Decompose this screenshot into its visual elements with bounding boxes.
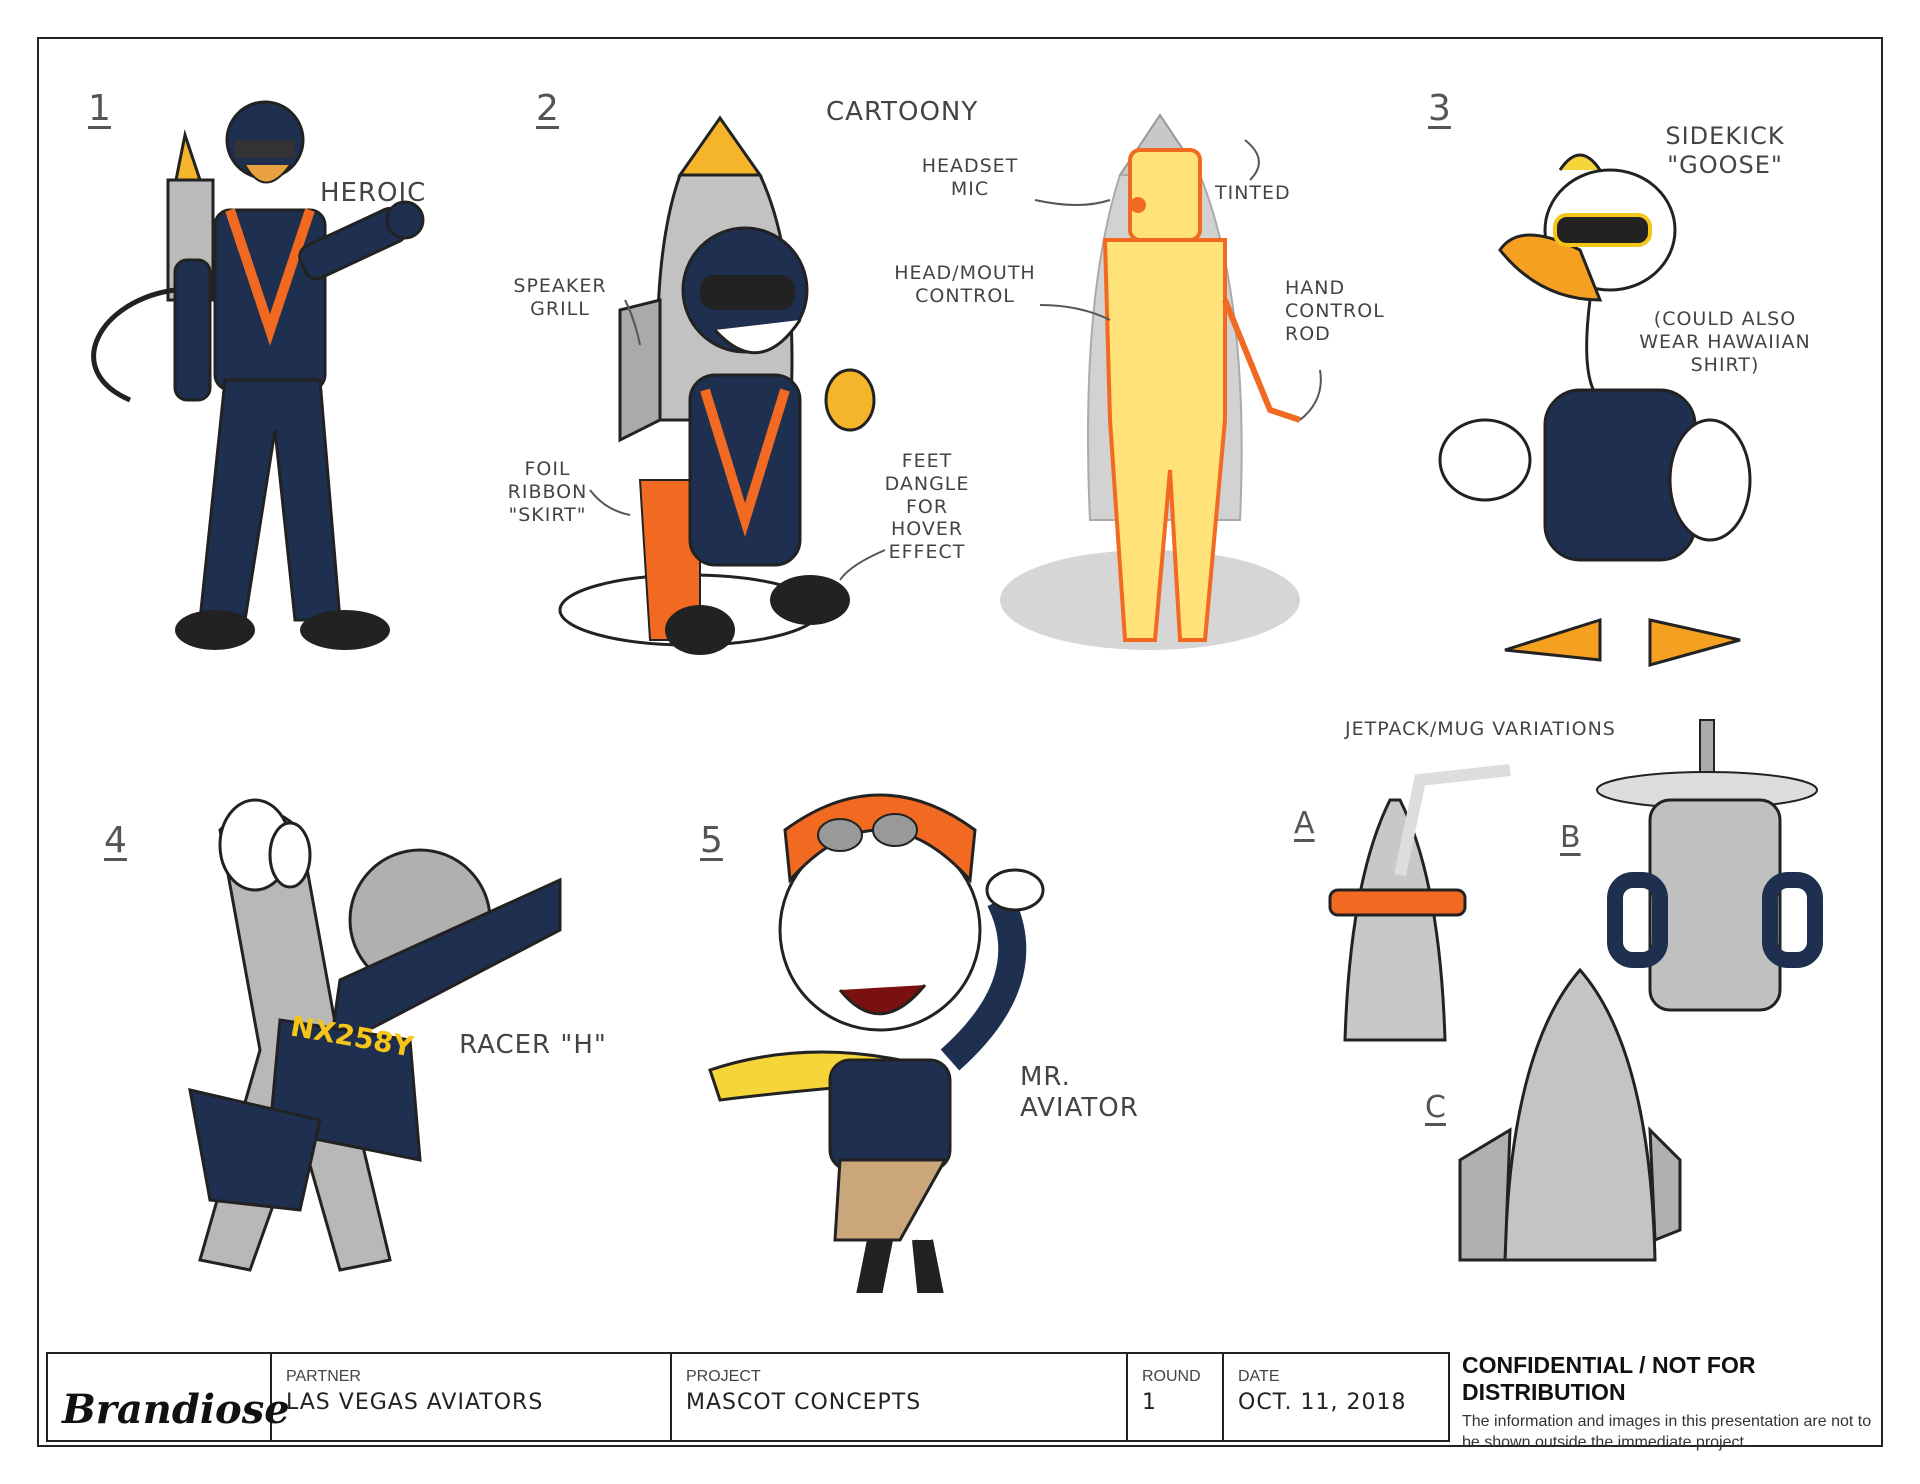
date-value: OCT. 11, 2018 xyxy=(1238,1390,1407,1415)
mug-variation-a xyxy=(1328,764,1511,1042)
concept-number-1: 1 xyxy=(88,88,111,129)
round-cell: ROUND 1 xyxy=(1128,1354,1224,1440)
goose-sidekick-illustration xyxy=(1438,153,1752,667)
page-frame xyxy=(37,37,1883,1447)
partner-label: PARTNER xyxy=(286,1368,361,1385)
title-block: Brandiose PARTNER LAS VEGAS AVIATORS PRO… xyxy=(46,1352,1450,1442)
note-foil-ribbon: FOIL RIBBON "SKIRT" xyxy=(507,458,588,526)
concept-label-mr-aviator: MR. AVIATOR xyxy=(1020,1062,1139,1124)
concept-number-4: 4 xyxy=(104,820,127,861)
concept-number-3: 3 xyxy=(1428,88,1451,129)
date-label: DATE xyxy=(1238,1368,1280,1385)
note-hawaiian-shirt: (COULD ALSO WEAR HAWAIIAN SHIRT) xyxy=(1639,308,1811,376)
note-speaker-grill: SPEAKER GRILL xyxy=(513,275,607,320)
heroic-pilot-illustration xyxy=(91,100,425,650)
variation-c-label: C xyxy=(1425,1090,1446,1125)
partner-value: LAS VEGAS AVIATORS xyxy=(286,1390,544,1415)
round-label: ROUND xyxy=(1142,1368,1201,1385)
concept-number-5: 5 xyxy=(700,820,723,861)
mug-variation-c xyxy=(1458,967,1682,1262)
concept-label-sidekick-goose: SIDEKICK "GOOSE" xyxy=(1665,122,1785,179)
variation-a-label: A xyxy=(1294,806,1315,841)
confidential-title: CONFIDENTIAL / NOT FOR DISTRIBUTION xyxy=(1462,1352,1756,1405)
note-tinted: TINTED xyxy=(1215,182,1291,204)
cartoony-pilot-illustration xyxy=(558,115,876,655)
mug-variation-b xyxy=(1596,719,1823,1012)
round-value: 1 xyxy=(1142,1390,1157,1415)
confidential-body: The information and images in this prese… xyxy=(1462,1413,1872,1451)
note-hand-control-rod: HAND CONTROL ROD xyxy=(1285,277,1385,345)
variations-title: JETPACK/MUG VARIATIONS xyxy=(1345,718,1616,740)
brandiose-logo: Brandiose xyxy=(62,1386,290,1433)
date-cell: DATE OCT. 11, 2018 xyxy=(1224,1354,1448,1440)
project-label: PROJECT xyxy=(686,1368,761,1385)
concept-label-racer: RACER "H" xyxy=(459,1030,607,1060)
project-value: MASCOT CONCEPTS xyxy=(686,1390,922,1415)
logo-cell: Brandiose xyxy=(48,1354,290,1440)
note-headset-mic: HEADSET MIC xyxy=(921,155,1019,200)
variation-b-label: B xyxy=(1560,820,1581,855)
concept-label-cartoony: CARTOONY xyxy=(826,97,979,127)
mr-aviator-illustration xyxy=(708,793,1045,1293)
partner-cell: PARTNER LAS VEGAS AVIATORS xyxy=(272,1354,672,1440)
confidential-notice: CONFIDENTIAL / NOT FOR DISTRIBUTION The … xyxy=(1462,1352,1882,1454)
annotation-arrows xyxy=(589,139,1322,581)
note-head-mouth-control: HEAD/MOUTH CONTROL xyxy=(894,262,1036,307)
costume-diagram-illustration xyxy=(1000,113,1301,650)
concept-label-heroic: HEROIC xyxy=(320,178,427,208)
racer-plane-illustration xyxy=(188,798,562,1272)
concept-number-2: 2 xyxy=(536,88,559,129)
note-feet-dangle: FEET DANGLE FOR HOVER EFFECT xyxy=(884,450,970,564)
project-cell: PROJECT MASCOT CONCEPTS xyxy=(672,1354,1128,1440)
